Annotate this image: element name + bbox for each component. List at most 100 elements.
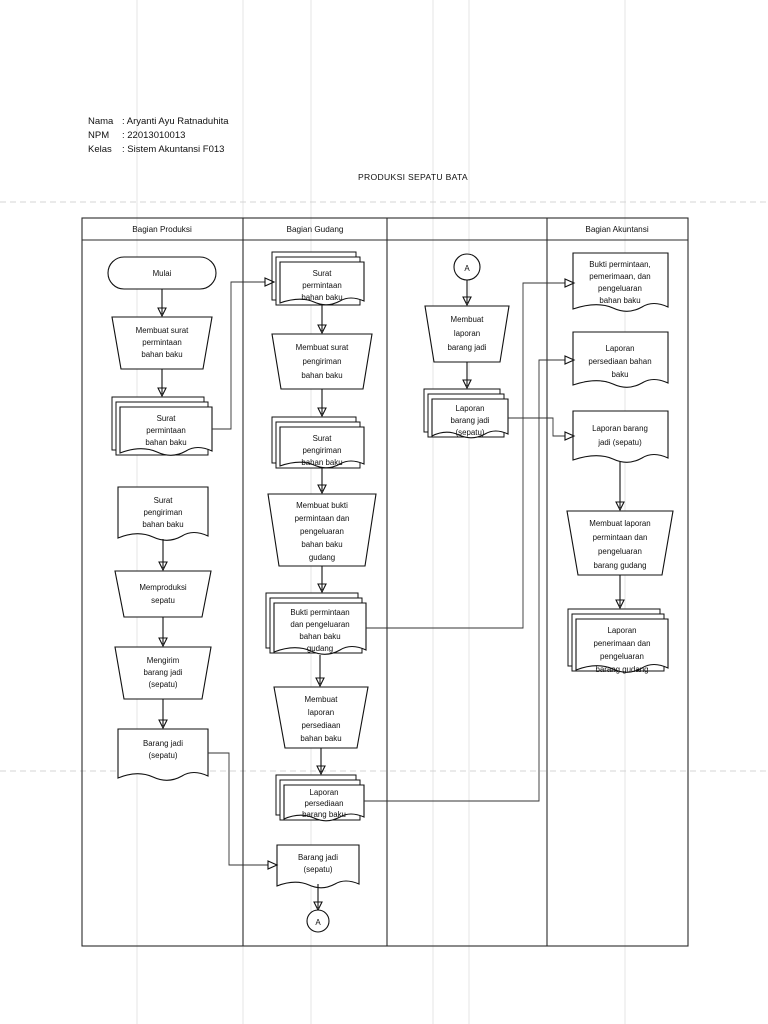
node-g8-label-1: (sepatu) [304,865,333,874]
node-g4-label-4: gudang [309,553,335,562]
node-membuat-laporan-barang-jadi[interactable]: Membuat laporan barang jadi [424,305,510,363]
node-a5-label-3: barang gudang [595,665,648,674]
arrow-k2-k3 [462,379,472,390]
node-surat-permintaan-bahan-baku-produksi[interactable]: Surat permintaan bahan baku [111,396,213,456]
node-laporan-barang-jadi-sepatu[interactable]: Laporan barang jadi (sepatu) [423,388,509,439]
node-laporan-barang-jadi-akuntansi[interactable]: Laporan barang jadi (sepatu) [572,410,669,463]
arrow-g2-g3 [317,407,327,418]
arrow-p5-p6 [158,637,168,648]
node-mulai-label-0: Mulai [153,269,172,278]
node-g2-label-2: bahan baku [301,371,342,380]
node-a2-label-1: persediaan bahan [588,357,651,366]
column-header-gudang: Bagian Gudang [287,225,344,234]
node-mulai[interactable]: Mulai [107,256,217,290]
node-g6-label-3: bahan baku [300,734,341,743]
arrow-p1-p2 [157,307,167,318]
node-g9-label-0: A [315,918,321,927]
student-info: Nama : Aryanti Ayu Ratnaduhita NPM : 220… [88,116,229,155]
route-k3-to-a3 [508,417,576,441]
route-p7-to-g8 [208,752,279,870]
kelas-label: Kelas [88,144,112,155]
node-k2-label-2: barang jadi [447,343,486,352]
node-bukti-permintaan-pengeluaran-bahan-baku-gudang[interactable]: Bukti permintaan dan pengeluaran bahan b… [265,592,367,655]
arrow-a4-a5 [615,599,625,610]
arrow-g8-g9 [313,901,323,912]
npm-value: : 22013010013 [122,130,185,141]
node-a5-label-2: pengeluaran [600,652,644,661]
node-g5-label-2: bahan baku [299,632,340,641]
node-k3-label-0: Laporan [456,404,485,413]
node-k3-label-2: (sepatu) [456,428,485,437]
node-p2-label-2: bahan baku [141,350,182,359]
arrow-g5-g6 [315,677,325,688]
arrow-a3-a4 [615,501,625,512]
node-p4-label-2: bahan baku [142,520,183,529]
node-membuat-surat-permintaan-bahan-baku[interactable]: Membuat surat permintaan bahan baku [111,316,213,370]
node-a1-label-3: bahan baku [599,296,640,305]
node-membuat-laporan-permintaan-pengeluaran-barang-gudang[interactable]: Membuat laporan permintaan dan pengeluar… [566,510,674,576]
node-g1-label-2: bahan baku [301,293,342,302]
node-g2-label-1: pengiriman [302,357,341,366]
node-k2-label-1: laporan [454,329,480,338]
node-g7-label-1: persediaan [304,799,343,808]
node-laporan-persediaan-bahan-baku-akuntansi[interactable]: Laporan persediaan bahan baku [572,331,669,388]
node-barang-jadi-gudang[interactable]: Barang jadi (sepatu) [276,844,360,889]
node-p2-label-1: permintaan [142,338,181,347]
node-g5-label-1: dan pengeluaran [290,620,349,629]
node-bukti-permintaan-pemerimaan-pengeluaran[interactable]: Bukti permintaan, pemerimaan, dan pengel… [572,252,669,312]
node-memproduksi-sepatu[interactable]: Memproduksi sepatu [114,570,212,618]
node-g7-label-2: barang baku [302,810,346,819]
node-a1-label-2: pengeluaran [598,284,642,293]
node-p6-label-0: Mengirim [147,656,180,665]
node-a4-label-2: pengeluaran [598,547,642,556]
node-p6-label-1: barang jadi [143,668,182,677]
node-g7-label-0: Laporan [310,788,339,797]
swimlane-headers: Bagian Produksi Bagian Gudang Bagian Aku… [132,225,649,234]
column-header-akuntansi: Bagian Akuntansi [585,225,648,234]
nama-label: Nama [88,116,114,127]
arrow-p6-p7 [158,719,168,730]
route-g5-to-a1 [366,278,576,629]
node-membuat-bukti-permintaan-pengeluaran[interactable]: Membuat bukti permintaan dan pengeluaran… [267,493,377,567]
node-mengirim-barang-jadi[interactable]: Mengirim barang jadi (sepatu) [114,646,212,700]
node-a1-label-1: pemerimaan, dan [589,272,650,281]
arrow-p2-p3 [157,387,167,398]
node-g1-label-0: Surat [313,269,333,278]
node-a5-label-1: penerimaan dan [593,639,650,648]
node-g4-label-3: bahan baku [301,540,342,549]
route-g7-to-a2 [364,355,576,802]
node-a2-label-0: Laporan [606,344,635,353]
node-g4-label-2: pengeluaran [300,527,344,536]
node-a4-label-3: barang gudang [593,561,646,570]
node-membuat-laporan-persediaan-bahan-baku[interactable]: Membuat laporan persediaan bahan baku [273,686,369,749]
node-surat-pengiriman-bahan-baku-produksi[interactable]: Surat pengiriman bahan baku [117,486,209,541]
node-g4-label-1: permintaan dan [295,514,350,523]
node-a4-label-1: permintaan dan [593,533,648,542]
kelas-value: : Sistem Akuntansi F013 [122,144,224,155]
node-p3-label-2: bahan baku [145,438,186,447]
node-surat-permintaan-bahan-baku-gudang[interactable]: Surat permintaan bahan baku [271,251,365,306]
node-g6-label-2: persediaan [301,721,340,730]
node-membuat-surat-pengiriman-bahan-baku[interactable]: Membuat surat pengiriman bahan baku [271,333,373,390]
arrow-g4-g5 [317,583,327,594]
node-g2-label-0: Membuat surat [296,343,349,352]
arrow-g3-g4 [317,484,327,495]
node-a1-label-0: Bukti permintaan, [589,260,650,269]
column-header-produksi: Bagian Produksi [132,225,192,234]
node-p3-label-1: permintaan [146,426,185,435]
node-connector-a-kolom3[interactable]: A [453,253,481,281]
node-g6-label-0: Membuat [305,695,339,704]
node-surat-pengiriman-bahan-baku-gudang[interactable]: Surat pengiriman bahan baku [271,416,365,469]
node-p5-label-1: sepatu [151,596,175,605]
node-laporan-penerimaan-pengeluaran-barang-gudang[interactable]: Laporan penerimaan dan pengeluaran baran… [567,608,669,674]
route-p3-to-g1 [212,277,276,430]
node-g8-label-0: Barang jadi [298,853,338,862]
node-laporan-persediaan-barang-baku[interactable]: Laporan persediaan barang baku [275,774,365,822]
node-connector-a-gudang[interactable]: A [306,909,330,933]
node-p3-label-0: Surat [157,414,177,423]
node-p4-label-0: Surat [154,496,174,505]
arrow-p4-p5 [158,561,168,572]
arrow-k1-k2 [462,296,472,307]
node-barang-jadi-produksi[interactable]: Barang jadi (sepatu) [117,728,209,781]
